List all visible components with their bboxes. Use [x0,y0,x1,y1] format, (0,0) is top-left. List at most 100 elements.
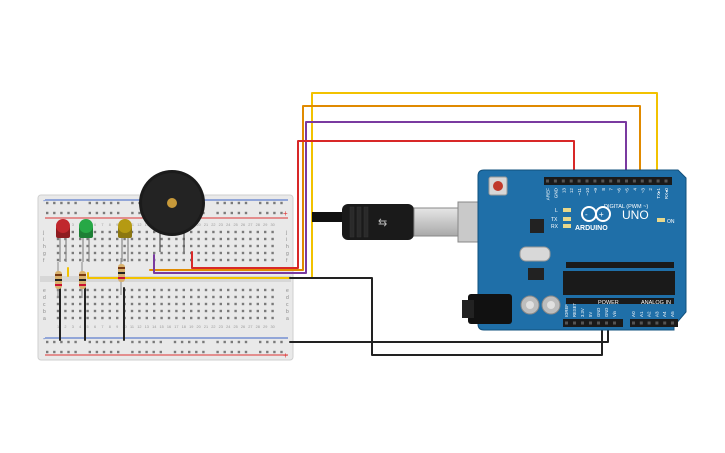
rail-hole[interactable] [117,201,120,205]
rail-hole[interactable] [88,201,91,205]
terminal-hole[interactable] [249,295,252,299]
terminal-hole[interactable] [167,295,171,299]
terminal-hole[interactable] [204,316,208,320]
terminal-hole[interactable] [256,309,259,313]
header-pin[interactable] [671,321,674,325]
terminal-hole[interactable] [227,251,230,255]
wire-black-rail[interactable] [289,324,609,343]
rail-hole[interactable] [102,211,106,215]
rail-hole[interactable] [280,350,283,354]
terminal-hole[interactable] [93,244,97,248]
terminal-hole[interactable] [175,316,178,320]
terminal-hole[interactable] [101,237,104,241]
green-led[interactable] [79,219,93,262]
terminal-hole[interactable] [130,244,134,248]
wire-red[interactable] [191,140,575,269]
rail-hole[interactable] [244,340,248,344]
header-pin[interactable] [609,179,613,183]
terminal-hole[interactable] [271,309,274,313]
rail-hole[interactable] [259,211,262,215]
terminal-hole[interactable] [227,295,230,299]
terminal-hole[interactable] [182,288,185,292]
terminal-hole[interactable] [108,251,111,255]
terminal-hole[interactable] [79,237,82,241]
rail-hole[interactable] [109,201,113,205]
terminal-hole[interactable] [167,251,171,255]
rail-hole[interactable] [145,350,148,354]
terminal-hole[interactable] [271,251,274,255]
terminal-hole[interactable] [116,309,119,313]
rail-hole[interactable] [180,350,184,354]
rail-hole[interactable] [259,340,262,344]
terminal-hole[interactable] [138,302,141,306]
terminal-hole[interactable] [145,230,148,234]
rail-hole[interactable] [53,340,56,344]
terminal-hole[interactable] [153,230,156,234]
terminal-hole[interactable] [249,316,252,320]
rail-hole[interactable] [216,340,219,344]
terminal-hole[interactable] [219,302,222,306]
rail-hole[interactable] [88,350,91,354]
terminal-hole[interactable] [204,295,208,299]
rail-hole[interactable] [244,201,248,205]
terminal-hole[interactable] [190,288,193,292]
terminal-hole[interactable] [264,288,267,292]
terminal-hole[interactable] [93,302,97,306]
terminal-hole[interactable] [234,230,237,234]
terminal-hole[interactable] [130,309,134,313]
terminal-hole[interactable] [79,251,82,255]
terminal-hole[interactable] [234,295,237,299]
header-pin[interactable] [569,179,573,183]
header-pin[interactable] [648,179,652,183]
rail-hole[interactable] [67,340,70,344]
terminal-hole[interactable] [71,295,74,299]
terminal-hole[interactable] [160,295,163,299]
terminal-hole[interactable] [219,244,222,248]
terminal-hole[interactable] [116,237,119,241]
terminal-hole[interactable] [160,237,163,241]
terminal-hole[interactable] [79,309,82,313]
terminal-hole[interactable] [197,237,200,241]
terminal-hole[interactable] [241,316,245,320]
terminal-hole[interactable] [160,302,163,306]
terminal-hole[interactable] [71,309,74,313]
terminal-hole[interactable] [264,244,267,248]
header-pin[interactable] [573,321,576,325]
rail-hole[interactable] [46,201,49,205]
header-pin[interactable] [593,179,597,183]
terminal-hole[interactable] [93,316,97,320]
resistor-2[interactable] [79,262,86,298]
terminal-hole[interactable] [227,288,230,292]
terminal-hole[interactable] [79,302,82,306]
terminal-hole[interactable] [227,237,230,241]
rail-hole[interactable] [53,350,56,354]
terminal-hole[interactable] [101,230,104,234]
header-pin[interactable] [625,179,628,183]
rail-hole[interactable] [230,211,233,215]
rail-hole[interactable] [138,211,141,215]
rail-hole[interactable] [237,201,241,205]
rail-hole[interactable] [74,340,77,344]
red-led[interactable] [56,219,70,262]
header-pin[interactable] [581,321,584,325]
terminal-hole[interactable] [197,230,200,234]
rail-hole[interactable] [280,340,283,344]
rail-hole[interactable] [95,340,99,344]
terminal-hole[interactable] [219,237,222,241]
terminal-hole[interactable] [116,316,119,320]
terminal-hole[interactable] [256,251,259,255]
terminal-hole[interactable] [212,302,215,306]
terminal-hole[interactable] [93,237,97,241]
header-pin[interactable] [605,321,608,325]
header-pin[interactable] [589,321,592,325]
rail-hole[interactable] [74,350,77,354]
terminal-hole[interactable] [101,295,104,299]
usb-cable[interactable]: ⇆ [312,201,497,243]
terminal-hole[interactable] [160,288,163,292]
terminal-hole[interactable] [190,230,193,234]
terminal-hole[interactable] [271,237,274,241]
rail-hole[interactable] [74,201,77,205]
terminal-hole[interactable] [212,244,215,248]
terminal-hole[interactable] [190,295,193,299]
rail-hole[interactable] [230,340,233,344]
